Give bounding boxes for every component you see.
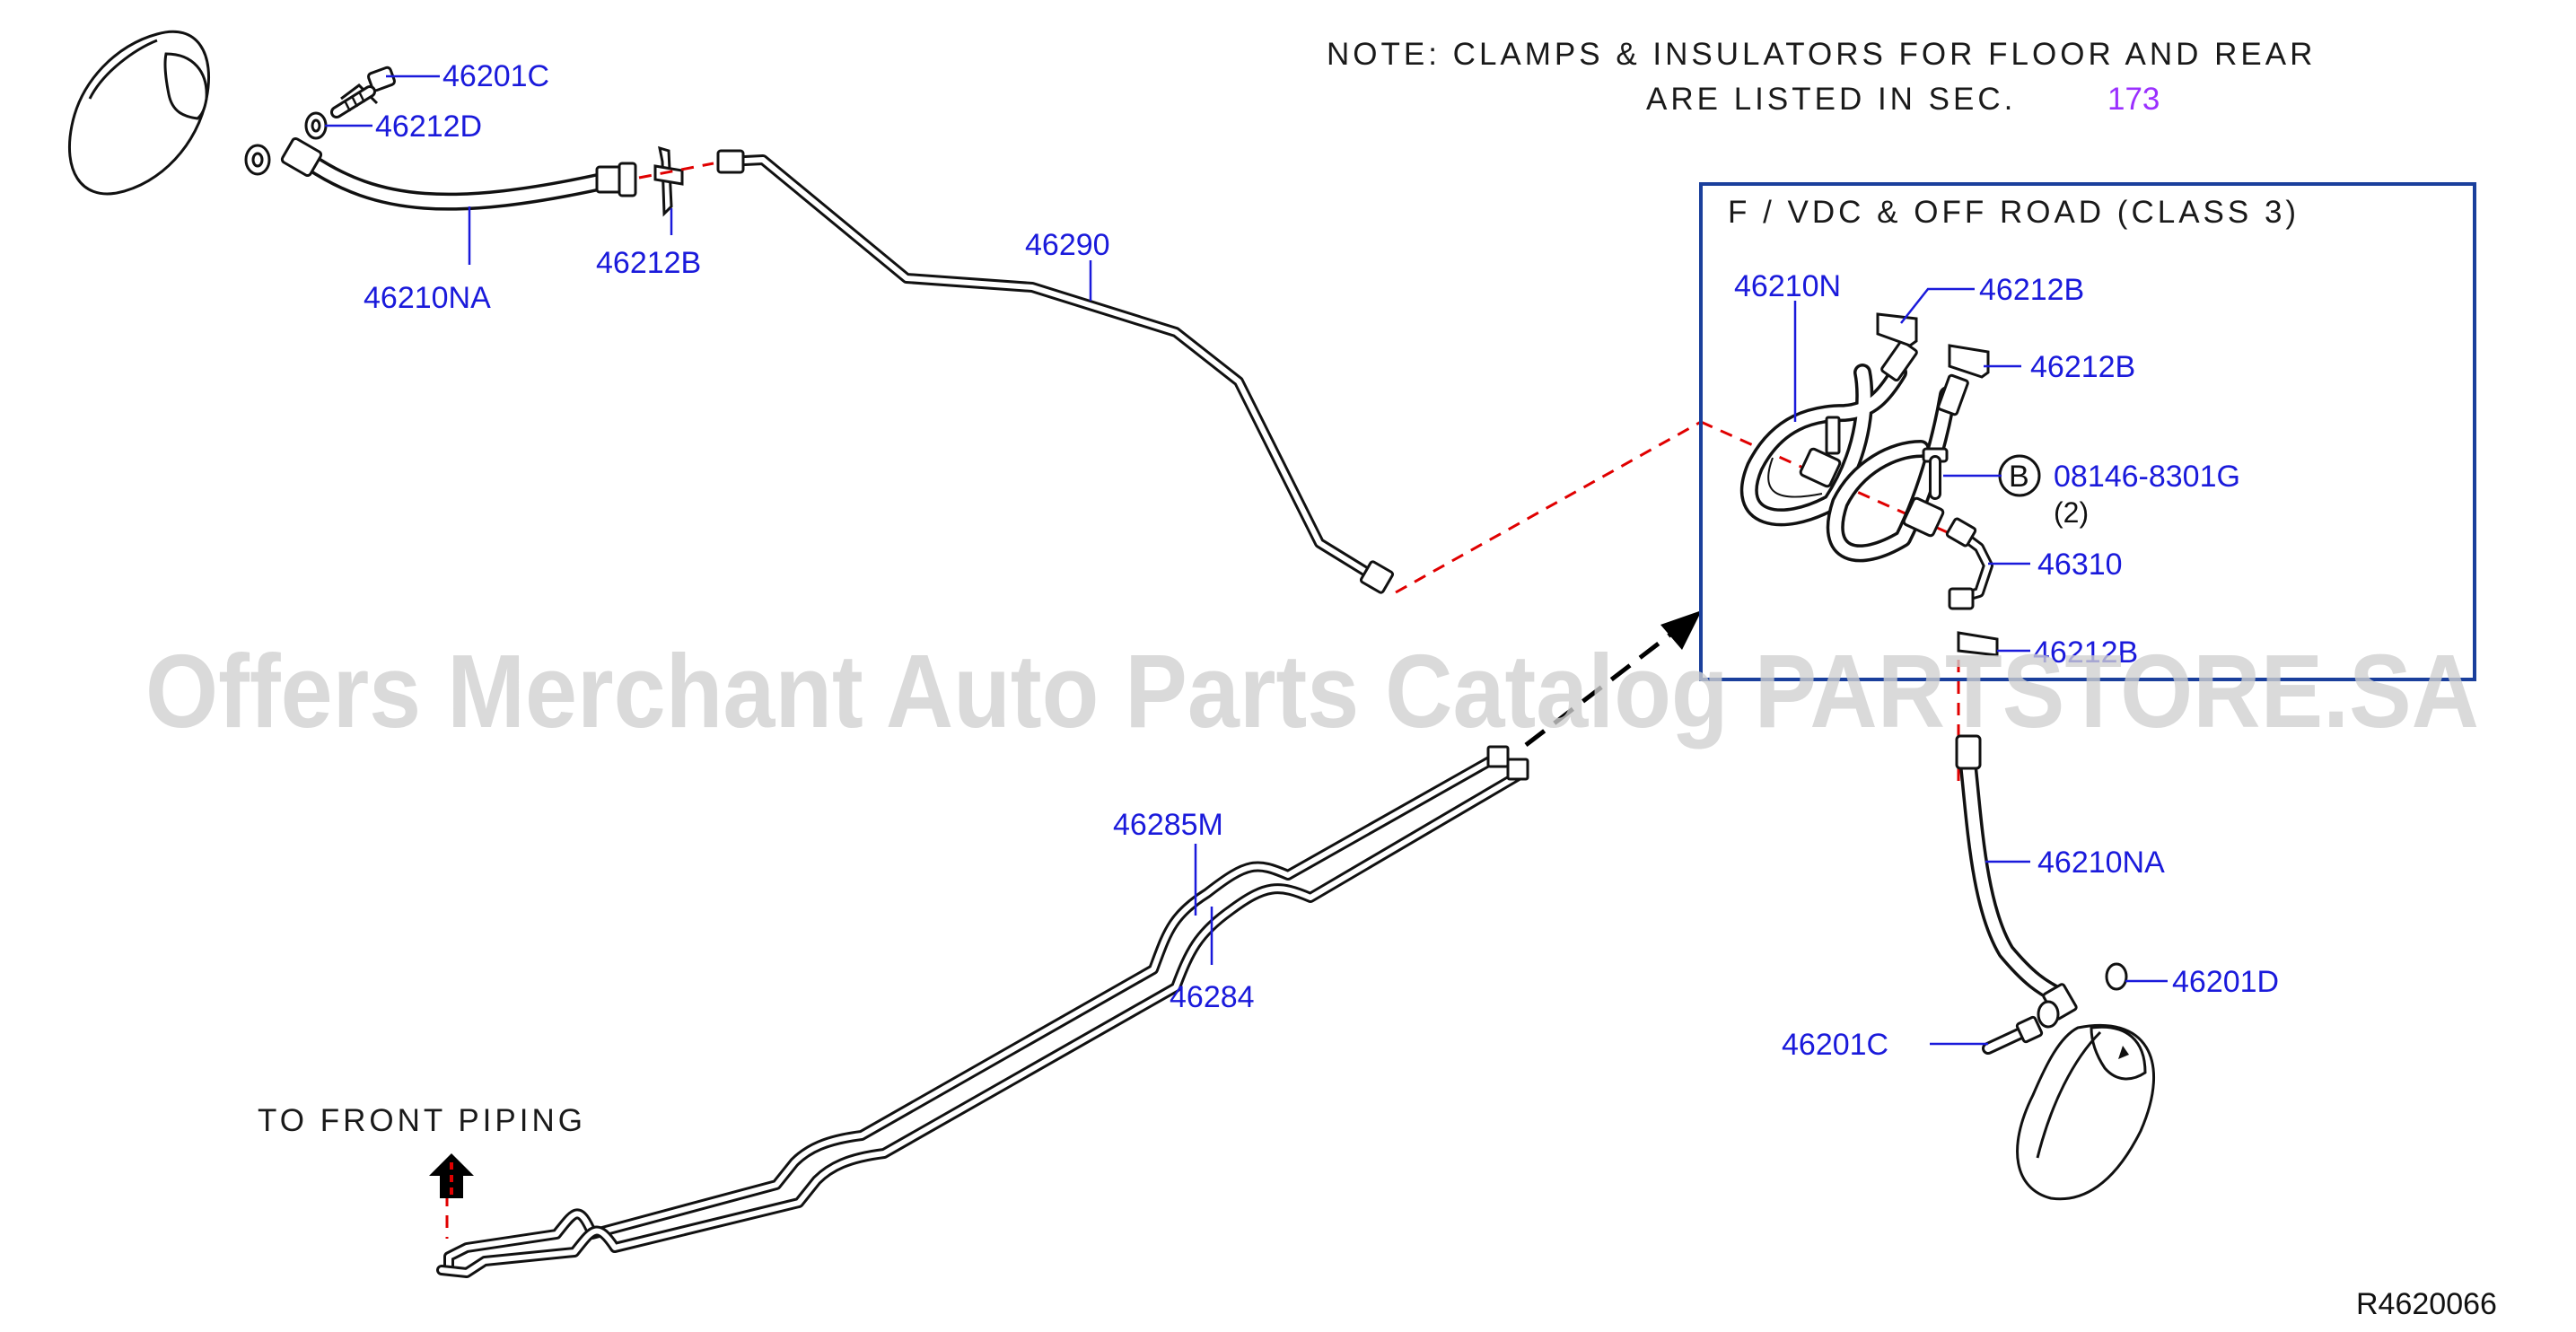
hose-clip-icon (653, 145, 684, 217)
copper-washer-icon (304, 111, 328, 140)
bolt-icon (330, 66, 397, 118)
callout-46285m[interactable]: 46285M (1113, 808, 1223, 842)
watermark: Offers Merchant Auto Parts Catalog PARTS… (145, 633, 2479, 749)
bolt-marker-letter: B (2009, 460, 2029, 494)
callout-46212d[interactable]: 46212D (375, 110, 482, 144)
brake-disc-rear-left (67, 30, 211, 196)
callout-46210n[interactable]: 46210N (1734, 269, 1841, 303)
callout-46210na-top[interactable]: 46210NA (364, 281, 491, 315)
brake-tube-lower-pair (436, 745, 1529, 1278)
inset-title: F / VDC & OFF ROAD (CLASS 3) (1728, 195, 2300, 230)
brake-tube-upper (716, 149, 1395, 594)
washer-icon (2037, 1000, 2060, 1029)
callout-46284[interactable]: 46284 (1170, 980, 1255, 1014)
brake-hose-top-left (280, 136, 637, 211)
callout-46212b-inset-3[interactable]: 46212B (2033, 635, 2138, 670)
callout-46201c-top[interactable]: 46201C (442, 59, 549, 93)
callout-46310[interactable]: 46310 (2037, 548, 2123, 582)
diagram-code: R4620066 (2356, 1287, 2497, 1321)
callout-46212b-top[interactable]: 46212B (596, 246, 701, 280)
inset-hose-46210n (1739, 339, 1918, 527)
leader-lines (325, 74, 2168, 1046)
note-line-1: NOTE: CLAMPS & INSULATORS FOR FLOOR AND … (1327, 37, 2316, 72)
inset-box (1699, 182, 2476, 681)
callout-46290[interactable]: 46290 (1025, 228, 1110, 262)
inset-bolt-icon (1922, 447, 1949, 500)
callout-46210na-right[interactable]: 46210NA (2037, 846, 2165, 880)
to-front-arrow-icon (429, 1153, 474, 1198)
copper-washer-icon (2105, 962, 2128, 991)
brake-hose-right (1955, 734, 2078, 1021)
to-front-piping-label: TO FRONT PIPING (258, 1103, 586, 1138)
bolt-quantity: (2) (2054, 496, 2089, 529)
callout-08146-8301g[interactable]: 08146-8301G (2054, 460, 2240, 494)
callout-46212b-inset-1[interactable]: 46212B (1979, 273, 2084, 307)
callout-46212b-inset-2[interactable]: 46212B (2030, 350, 2135, 384)
bolt-icon (1982, 1015, 2044, 1055)
note-line-2: ARE LISTED IN SEC. (1646, 82, 2016, 117)
inset-clip-icon (1876, 312, 1999, 657)
callout-46201d[interactable]: 46201D (2172, 965, 2279, 999)
inset-junction-tube (1945, 517, 1993, 610)
brake-disc-rear-right (2016, 1023, 2156, 1201)
washer-icon (244, 144, 271, 176)
inset-reference-arrow (1524, 610, 1702, 747)
note-section-number[interactable]: 173 (2107, 82, 2160, 117)
note-block: NOTE: CLAMPS & INSULATORS FOR FLOOR AND … (1327, 37, 2316, 117)
callout-46201c-right[interactable]: 46201C (1782, 1028, 1888, 1062)
